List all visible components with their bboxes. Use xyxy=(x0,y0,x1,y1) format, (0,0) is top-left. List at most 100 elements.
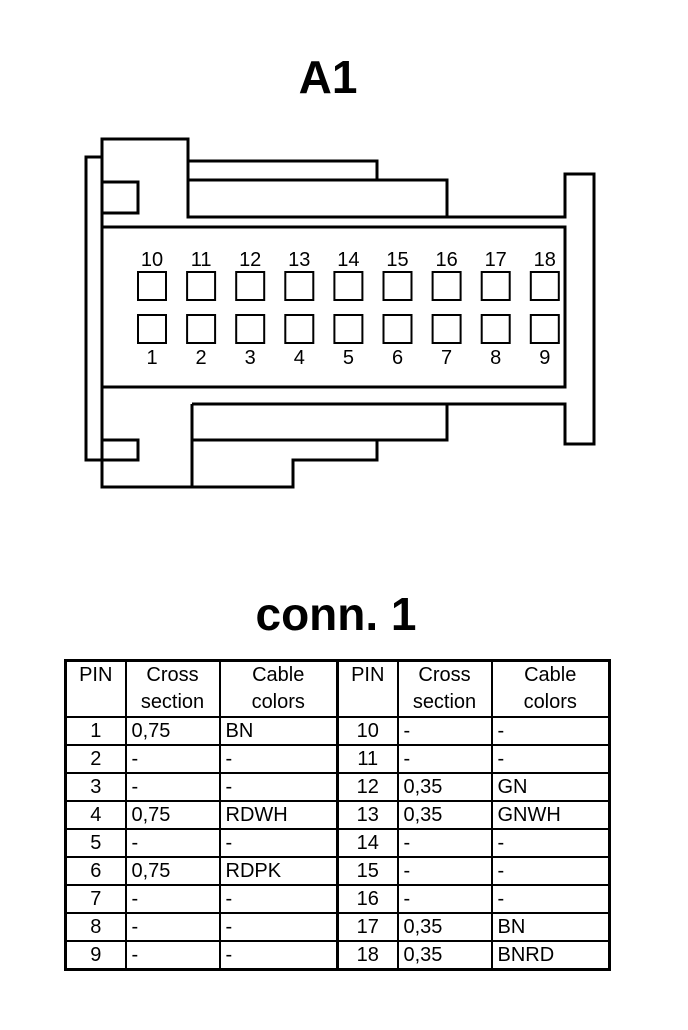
pin-cell: 12 xyxy=(336,772,399,802)
pin-cell: 5 xyxy=(64,828,127,858)
bottom-row-terminal-5 xyxy=(333,314,364,344)
cross-section-cell: - xyxy=(124,912,221,942)
table-row: 9 - - 18 0,35 BNRD xyxy=(64,940,611,971)
top-row-terminal-16 xyxy=(431,271,462,301)
table-row: 6 0,75 RDPK 15 - - xyxy=(64,856,611,886)
pin-number-label: 8 xyxy=(490,347,501,369)
top-row-terminal-11 xyxy=(186,271,217,301)
cross-section-cell: - xyxy=(124,884,221,914)
pin-number-label: 18 xyxy=(534,249,556,271)
pin-cell: 2 xyxy=(64,744,127,774)
cable-color-cell: - xyxy=(218,940,339,971)
bottom-row-terminal-4 xyxy=(284,314,315,344)
table-title: conn. 1 xyxy=(255,588,417,640)
table-row: 4 0,75 RDWH 13 0,35 GNWH xyxy=(64,800,611,830)
cross-section-cell: - xyxy=(396,828,493,858)
cable-color-cell: RDWH xyxy=(218,800,339,830)
connector-housing-outline xyxy=(84,137,596,489)
table-row: 7 - - 16 - - xyxy=(64,884,611,914)
cable-color-cell: GNWH xyxy=(490,800,611,830)
bottom-row-terminal-1 xyxy=(137,314,167,344)
top-row-terminal-17 xyxy=(480,271,511,301)
bottom-row-terminal-9 xyxy=(529,314,560,344)
pin-number-label: 14 xyxy=(337,249,359,271)
cross-section-cell: - xyxy=(396,884,493,914)
bottom-row-terminal-3 xyxy=(235,314,266,344)
cross-section-cell: - xyxy=(396,856,493,886)
pin-number-label: 12 xyxy=(239,249,261,271)
pin-number-label: 9 xyxy=(539,347,550,369)
cross-section-cell: - xyxy=(124,772,221,802)
cross-section-cell: - xyxy=(124,744,221,774)
table-row: 5 - - 14 - - xyxy=(64,828,611,858)
cross-section-cell: 0,75 xyxy=(124,716,221,746)
pin-cell: 4 xyxy=(64,800,127,830)
cable-color-cell: - xyxy=(490,716,611,746)
pin-number-label: 1 xyxy=(146,347,157,369)
pin-cell: 11 xyxy=(336,744,399,774)
cross-section-cell: 0,35 xyxy=(396,940,493,971)
cable-color-cell: GN xyxy=(490,772,611,802)
cable-color-cell: - xyxy=(490,744,611,774)
pin-number-label: 4 xyxy=(294,347,305,369)
pin-cell: 3 xyxy=(64,772,127,802)
cable-color-cell: BNRD xyxy=(490,940,611,971)
top-row-terminal-18 xyxy=(529,271,560,301)
table-row: 2 - - 11 - - xyxy=(64,744,611,774)
cable-color-cell: - xyxy=(218,828,339,858)
cross-section-cell: - xyxy=(124,940,221,971)
cable-color-cell: RDPK xyxy=(218,856,339,886)
cross-section-cell: 0,75 xyxy=(124,800,221,830)
pin-number-label: 5 xyxy=(343,347,354,369)
bottom-row-terminal-2 xyxy=(186,314,217,344)
bottom-row-terminal-8 xyxy=(480,314,511,344)
cross-section-cell: 0,35 xyxy=(396,800,493,830)
pin-cell: 10 xyxy=(336,716,399,746)
pin-cell: 15 xyxy=(336,856,399,886)
cable-color-cell: BN xyxy=(490,912,611,942)
cable-color-cell: - xyxy=(490,828,611,858)
top-row-terminal-15 xyxy=(382,271,413,301)
pin-cell: 16 xyxy=(336,884,399,914)
pin-cell: 7 xyxy=(64,884,127,914)
cross-section-cell: 0,35 xyxy=(396,912,493,942)
pin-cell: 1 xyxy=(64,716,127,746)
connector-title: A1 xyxy=(298,51,358,103)
cable-color-cell: BN xyxy=(218,716,339,746)
pin-cell: 18 xyxy=(336,940,399,971)
top-row-terminal-14 xyxy=(333,271,364,301)
table-row: 3 - - 12 0,35 GN xyxy=(64,772,611,802)
cross-section-cell: - xyxy=(396,744,493,774)
top-row-terminal-10 xyxy=(137,271,167,301)
pin-number-label: 2 xyxy=(196,347,207,369)
pin-number-label: 10 xyxy=(141,249,163,271)
cross-section-cell: - xyxy=(124,828,221,858)
cable-color-cell: - xyxy=(490,884,611,914)
pin-number-label: 17 xyxy=(485,249,507,271)
cross-section-cell: 0,75 xyxy=(124,856,221,886)
pin-number-label: 3 xyxy=(245,347,256,369)
cable-color-cell: - xyxy=(218,772,339,802)
pin-number-label: 6 xyxy=(392,347,403,369)
header-pin-right: PIN xyxy=(336,659,399,718)
header-pin-left: PIN xyxy=(64,659,127,718)
table-row: 8 - - 17 0,35 BN xyxy=(64,912,611,942)
pin-cell: 13 xyxy=(336,800,399,830)
pin-cell: 9 xyxy=(64,940,127,971)
cross-section-cell: 0,35 xyxy=(396,772,493,802)
bottom-row-terminal-7 xyxy=(431,314,462,344)
bottom-row-terminal-6 xyxy=(382,314,413,344)
pin-number-label: 11 xyxy=(191,249,212,271)
top-row-terminal-12 xyxy=(235,271,266,301)
pin-number-label: 13 xyxy=(288,249,310,271)
cross-section-cell: - xyxy=(396,716,493,746)
pin-cell: 6 xyxy=(64,856,127,886)
cable-color-cell: - xyxy=(218,744,339,774)
